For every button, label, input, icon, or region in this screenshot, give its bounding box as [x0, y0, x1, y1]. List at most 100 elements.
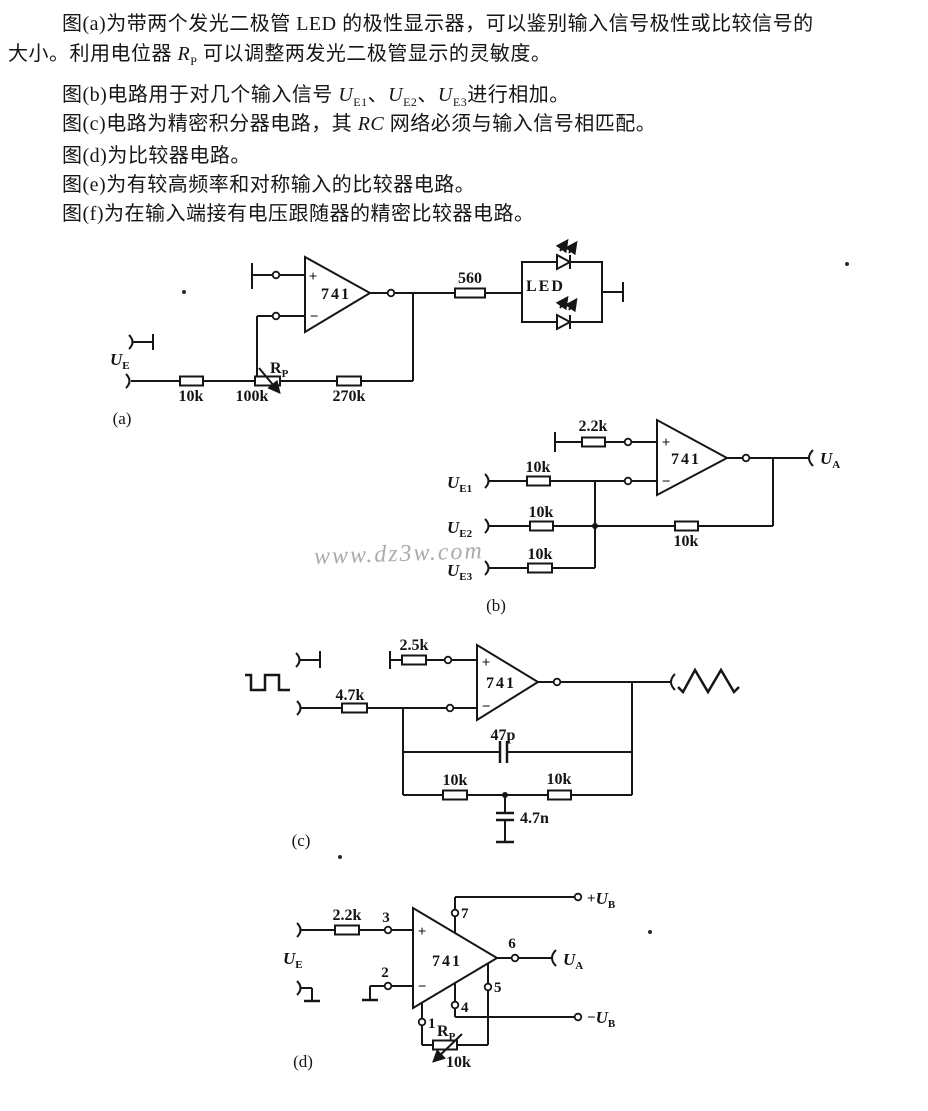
opamp-plus-sign: +	[309, 269, 318, 285]
opamp-plus-sign: +	[418, 924, 427, 940]
pot-wiper-arrow-icon	[258, 367, 281, 394]
wires-c	[245, 651, 740, 844]
pot-name-label: RP	[270, 360, 289, 380]
light-arrow-icon	[564, 297, 578, 313]
opamp-minus-sign: −	[418, 979, 427, 995]
opamp-minus-sign: −	[310, 309, 319, 325]
input-jack-icon	[296, 980, 302, 996]
terminal	[271, 311, 281, 321]
r-led-value: 560	[458, 270, 482, 287]
terminal-pin2	[383, 981, 393, 991]
triangle-wave-icon	[677, 667, 740, 695]
circuit-b-schematic: + − 741 2.2k 10k 10k 10k 10k UE1 UE2 UE3…	[447, 418, 840, 615]
figure-caption-a: (a)	[113, 409, 132, 428]
led-diode-icon	[556, 253, 573, 271]
r-fb-value: 270k	[333, 388, 366, 405]
opamp-type-label: 741	[671, 451, 701, 468]
var-ue3-sub: E3	[452, 95, 468, 109]
c-fb-value: 47p	[491, 727, 516, 744]
junction-dot	[592, 523, 598, 529]
resistor-10k	[527, 562, 553, 574]
line5-text: 图(d)为比较器电路。	[62, 145, 251, 167]
circuit-a-schematic: LED + − 741 UE 10k 100k RP 270k 560 (a)	[110, 238, 624, 428]
pin1-number: 1	[428, 1016, 436, 1032]
line4-text-b: 网络必须与输入信号相匹配。	[384, 113, 657, 135]
resistor-10k	[526, 475, 551, 487]
input-voltage-label: UE	[110, 350, 130, 372]
r-in-value: 10k	[179, 388, 204, 405]
row2-r-value: 10k	[529, 504, 554, 521]
opamp-minus-sign: −	[482, 699, 491, 715]
var-ue2-base: U	[388, 84, 404, 106]
input1-label: UE1	[447, 473, 472, 495]
resistor-2.5k	[401, 654, 427, 666]
pin7-number: 7	[461, 906, 469, 922]
var-rp-sub: P	[190, 54, 198, 68]
terminal	[623, 437, 633, 447]
pin3-number: 3	[382, 910, 390, 926]
input-jack-icon	[128, 334, 134, 350]
output-jack-icon	[670, 673, 676, 691]
resistor-270k	[336, 375, 362, 387]
terminal-vminus	[573, 1012, 583, 1022]
var-rp-base: R	[177, 43, 191, 65]
led-diode-icon	[556, 313, 573, 331]
terminal	[271, 270, 281, 280]
resistor-feedback-10k	[674, 520, 699, 532]
line6-text: 图(e)为有较高频率和对称输入的比较器电路。	[62, 174, 476, 196]
circuit-c-schematic: + − 741 2.5k 4.7k 47p 10k 10k 4.7n (c)	[245, 637, 740, 850]
r-plus-value: 2.5k	[400, 637, 429, 654]
line3-text-a: 图(b)电路用于对几个输入信号	[62, 84, 339, 106]
opamp-minus-sign: −	[662, 474, 671, 490]
var-ue2-sub: E2	[403, 95, 418, 109]
input-jack-icon	[296, 700, 302, 716]
input-jack-icon	[295, 652, 301, 668]
output-voltage-label: UA	[563, 950, 583, 972]
resistor-10k	[179, 375, 204, 387]
pin5-number: 5	[494, 980, 502, 996]
c-t-value: 4.7n	[520, 810, 549, 827]
opamp-type-label: 741	[432, 953, 462, 970]
terminal	[623, 476, 633, 486]
terminal-pin5	[483, 982, 493, 992]
terminal-pin1	[417, 1017, 427, 1027]
output-jack-icon	[551, 949, 557, 967]
opamp-triangle	[656, 418, 730, 497]
pot-name-label: RP	[437, 1023, 456, 1043]
opamp-plus-sign: +	[662, 435, 671, 451]
scan-speck	[845, 262, 849, 266]
terminal-pin6	[510, 953, 520, 963]
paragraph-line-1: 图(a)为带两个发光二极管 LED 的极性显示器，可以鉴别输入信号极性或比较信号…	[62, 12, 814, 36]
input-jack-icon	[125, 373, 131, 389]
paragraph-line-7: 图(f)为在输入端接有电压跟随器的精密比较器电路。	[62, 202, 534, 226]
pin6-number: 6	[508, 936, 516, 952]
terminal-pin7	[450, 908, 460, 918]
led-label: LED	[526, 278, 565, 295]
figure-caption-d: (d)	[293, 1052, 313, 1071]
terminal	[443, 655, 453, 665]
opamp-type-label: 741	[321, 286, 351, 303]
output-jack-icon	[808, 449, 814, 467]
pot-value: 100k	[236, 388, 269, 405]
scan-speck	[182, 290, 186, 294]
row1-r-value: 10k	[526, 459, 551, 476]
pot-value: 10k	[446, 1054, 471, 1071]
r-in-value: 2.2k	[333, 907, 362, 924]
resistor-560	[454, 287, 486, 299]
terminal	[741, 453, 751, 463]
figure-caption-b: (b)	[486, 596, 506, 615]
r-in-value: 4.7k	[336, 687, 365, 704]
resistor-4.7k	[341, 702, 368, 714]
var-ue1-sub: E1	[353, 95, 368, 109]
paragraph-line-5: 图(d)为比较器电路。	[62, 144, 251, 168]
light-arrow-icon	[564, 240, 578, 256]
square-wave-icon	[245, 673, 290, 692]
resistor-10k	[442, 789, 468, 801]
resistor-10k	[529, 520, 554, 532]
resistor-2.2k	[581, 436, 606, 448]
r-plus-value: 2.2k	[579, 418, 608, 435]
input2-label: UE2	[447, 518, 473, 540]
var-ue3-base: U	[437, 84, 453, 106]
line4-text-a: 图(c)电路为精密积分器电路，其	[62, 113, 358, 135]
scan-speck	[648, 930, 652, 934]
